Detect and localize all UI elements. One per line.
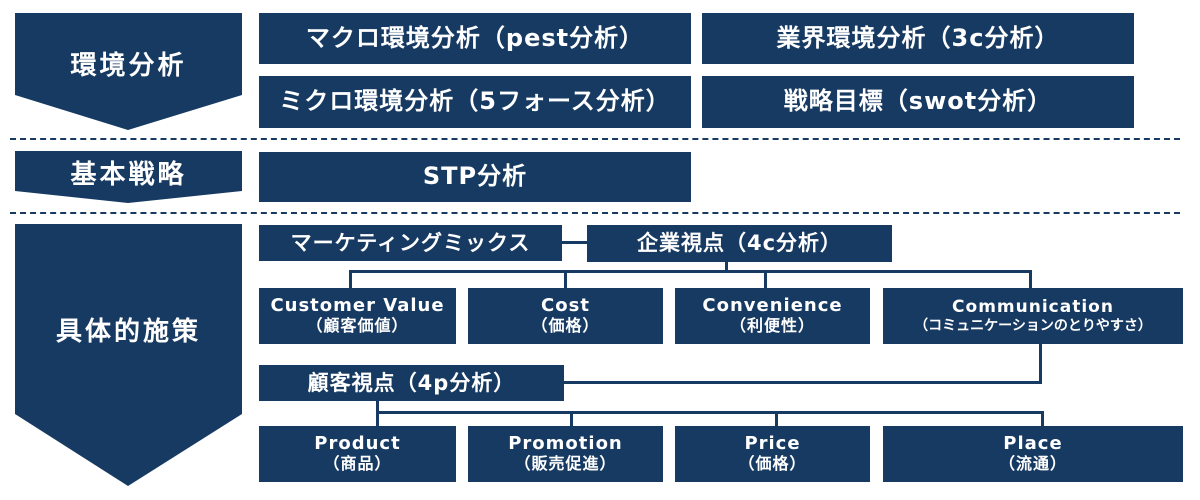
p-drop-4 bbox=[1041, 411, 1044, 427]
c-item-sub: （顧客価値） bbox=[306, 316, 409, 336]
industry-environment-box: 業界環境分析（3c分析） bbox=[702, 13, 1134, 64]
communication-return-vertical bbox=[1039, 344, 1042, 384]
p-item-sub: （販売促進） bbox=[514, 454, 617, 474]
macro-environment-box: マクロ環境分析（pest分析） bbox=[259, 13, 691, 64]
c-item-sub: （価格） bbox=[531, 316, 600, 336]
measures-section-label: 具体的施策 bbox=[55, 316, 201, 347]
measures-section-arrow bbox=[15, 224, 242, 486]
stp-analysis-box: STP分析 bbox=[259, 152, 691, 202]
c-items-bus-connector bbox=[349, 270, 1030, 273]
c-item-sub: （コミュニケーションのとりやすさ） bbox=[914, 317, 1152, 334]
p-item-promotion: Promotion （販売促進） bbox=[468, 426, 663, 482]
section-divider-1 bbox=[10, 138, 1180, 140]
c-item-title: Customer Value bbox=[270, 295, 445, 317]
section-divider-2 bbox=[10, 212, 1180, 214]
p-item-title: Promotion bbox=[508, 433, 623, 455]
p-item-sub: （流通） bbox=[998, 454, 1067, 474]
c-drop-3 bbox=[764, 270, 767, 289]
mix-to-company-connector bbox=[562, 241, 588, 244]
p-item-place: Place （流通） bbox=[883, 426, 1183, 482]
company-drop-connector bbox=[725, 262, 728, 271]
strategy-section-label: 基本戦略 bbox=[70, 159, 187, 190]
c-drop-1 bbox=[349, 270, 352, 289]
environment-section-arrow bbox=[15, 13, 242, 130]
communication-return-horizontal bbox=[564, 381, 1042, 384]
c-item-customer-value: Customer Value （顧客価値） bbox=[259, 288, 456, 344]
p-item-title: Price bbox=[744, 433, 801, 455]
p-item-title: Product bbox=[314, 433, 401, 455]
company-view-box: 企業視点（4c分析） bbox=[587, 225, 892, 262]
p-drop-3 bbox=[775, 411, 778, 427]
c-item-title: Communication bbox=[952, 297, 1114, 318]
c-item-sub: （利便性） bbox=[729, 316, 815, 336]
c-item-title: Convenience bbox=[702, 295, 843, 317]
p-item-price: Price （価格） bbox=[675, 426, 870, 482]
p-drop-2 bbox=[570, 411, 573, 427]
p-item-product: Product （商品） bbox=[259, 426, 456, 482]
c-drop-2 bbox=[564, 270, 567, 289]
c-item-title: Cost bbox=[541, 295, 590, 317]
c-item-convenience: Convenience （利便性） bbox=[675, 288, 870, 344]
p-items-bus-connector bbox=[376, 411, 1044, 414]
strategy-section-arrow bbox=[15, 151, 242, 203]
customer-view-box: 顧客視点（4p分析） bbox=[259, 365, 564, 401]
p-drop-1 bbox=[376, 411, 379, 427]
marketing-mix-box: マーケティングミックス bbox=[259, 225, 562, 261]
environment-section-label: 環境分析 bbox=[70, 50, 187, 81]
p-item-sub: （商品） bbox=[323, 454, 392, 474]
p-item-title: Place bbox=[1003, 433, 1063, 455]
p-item-sub: （価格） bbox=[738, 454, 807, 474]
strategic-goal-box: 戦略目標（swot分析） bbox=[702, 76, 1134, 128]
c-item-cost: Cost （価格） bbox=[468, 288, 663, 344]
c-item-communication: Communication （コミュニケーションのとりやすさ） bbox=[883, 288, 1183, 344]
c-drop-4 bbox=[1029, 270, 1032, 289]
micro-environment-box: ミクロ環境分析（5フォース分析） bbox=[259, 76, 691, 128]
customer-drop-connector bbox=[376, 401, 379, 413]
